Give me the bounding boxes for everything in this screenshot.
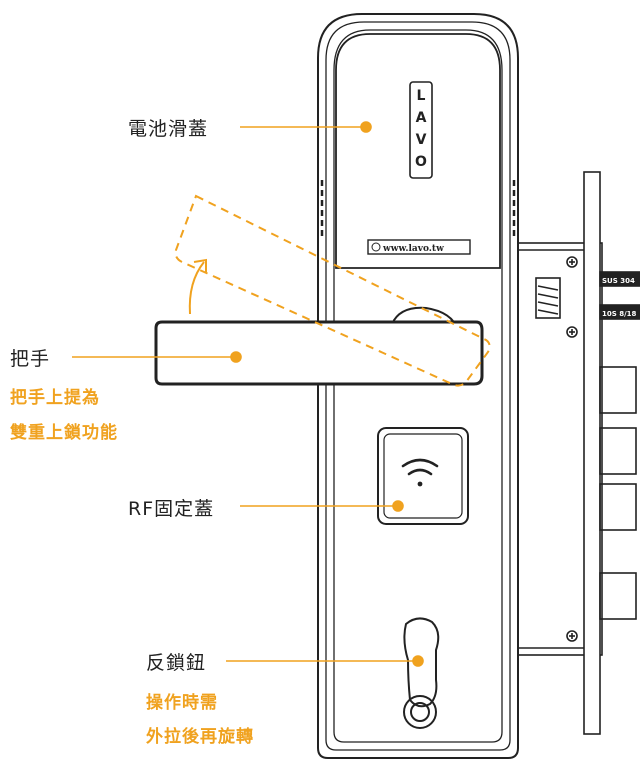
screw-icon xyxy=(566,326,578,338)
brand-letter-2: A xyxy=(416,110,427,126)
brand-logo: L A V O xyxy=(409,81,433,179)
bolt xyxy=(599,427,637,475)
battery-slide-cover xyxy=(335,33,501,269)
battery-cover-label: 電池滑蓋 xyxy=(128,118,209,140)
callout-dot xyxy=(392,500,404,512)
knob-note-line2: 外拉後再旋轉 xyxy=(146,727,254,747)
plate-tag xyxy=(599,304,640,320)
brand-letter-1: L xyxy=(417,88,426,104)
screw-icon xyxy=(566,256,578,268)
lock-knob-label: 反鎖鈕 xyxy=(146,652,207,674)
latch-spring xyxy=(535,277,561,319)
handle-lifted-outline xyxy=(174,194,491,387)
keyhole-icon xyxy=(403,695,437,729)
plate-tag-text-2: 10S 8/18 xyxy=(602,310,637,318)
handle-label: 把手 xyxy=(10,348,51,370)
plate-tag-text-1: SUS 304 xyxy=(602,277,635,285)
handle-note-line2: 雙重上鎖功能 xyxy=(10,423,118,443)
brand-letter-4: O xyxy=(415,154,427,170)
bolt xyxy=(599,366,637,414)
knob-note-line1: 操作時需 xyxy=(146,693,218,713)
website-strip: www.lavo.tw xyxy=(367,239,471,255)
lock-panel xyxy=(317,13,519,759)
callout-dot xyxy=(412,655,424,667)
rf-cover-label: RF固定蓋 xyxy=(128,498,215,520)
lift-arrow-icon xyxy=(188,258,207,315)
plate-tag xyxy=(599,271,640,287)
wifi-icon xyxy=(401,458,439,487)
bolt xyxy=(599,483,637,531)
brand-letter-3: V xyxy=(416,132,427,148)
handle-note-line1: 把手上提為 xyxy=(10,388,100,408)
handle-lever xyxy=(154,320,484,386)
rf-cover xyxy=(377,427,469,525)
callout-dot xyxy=(230,351,242,363)
callout-dot xyxy=(360,121,372,133)
bolt xyxy=(599,572,637,620)
face-plate xyxy=(583,171,601,735)
screw-icon xyxy=(566,630,578,642)
website-text: www.lavo.tw xyxy=(382,244,444,254)
mortise-lock-body xyxy=(515,171,640,735)
